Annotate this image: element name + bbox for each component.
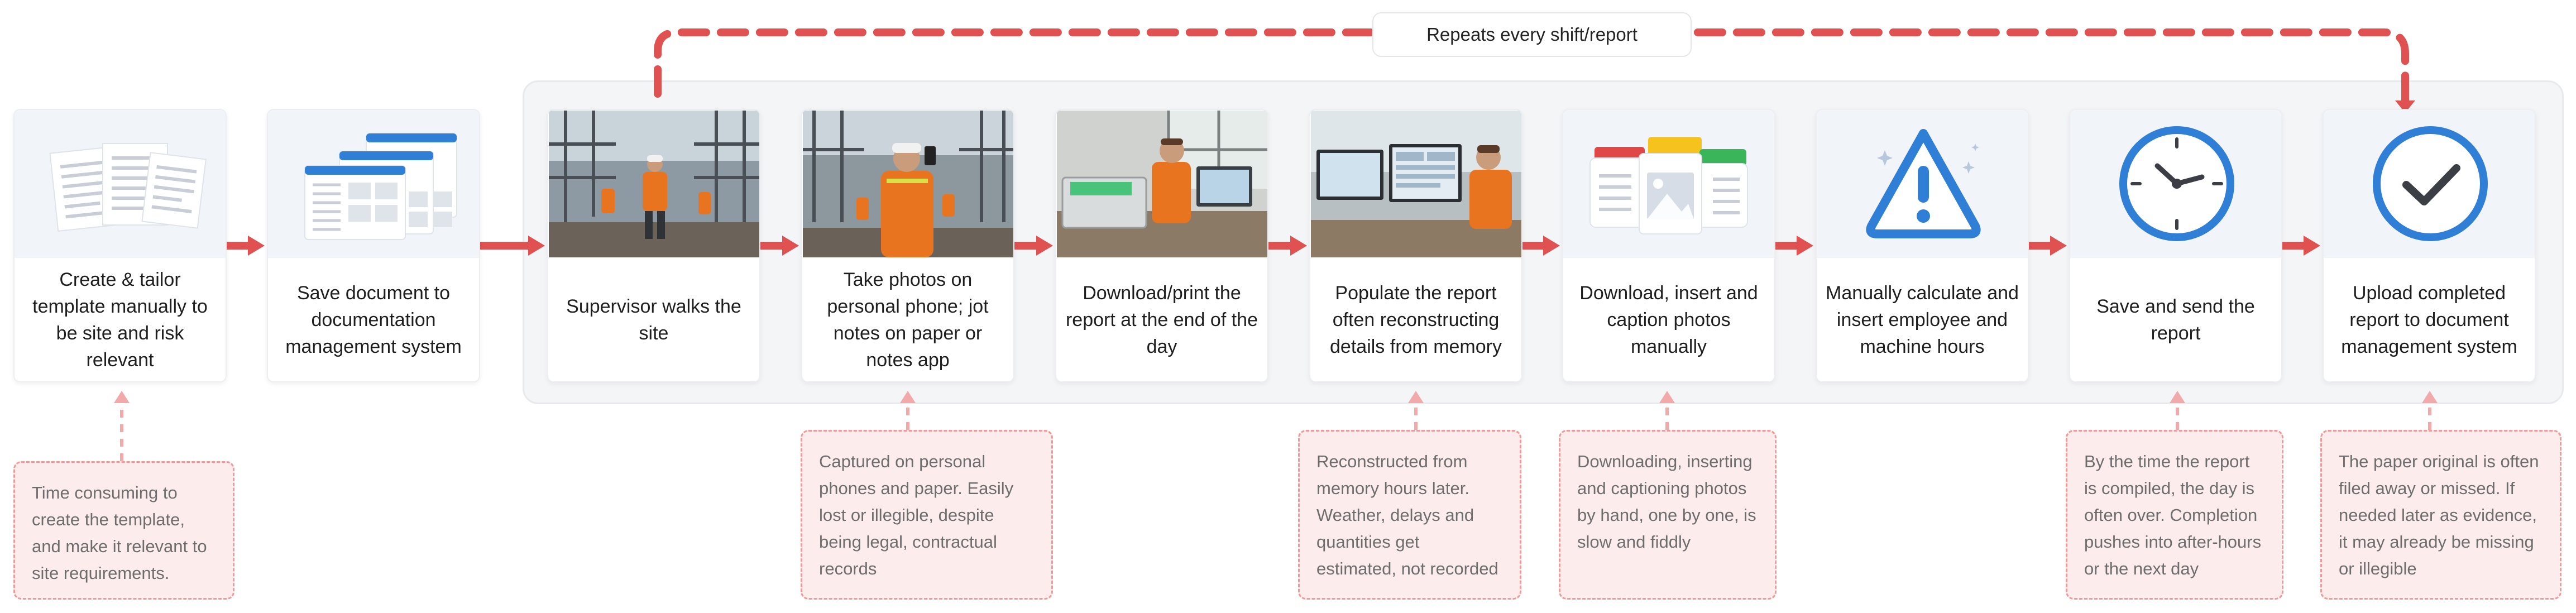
- step-card-5: Download/print the report at the end of …: [1055, 109, 1268, 382]
- step-card-9: Save and send the report: [2069, 109, 2282, 382]
- pain-point-note-3: Reconstructed from memory hours later. W…: [1298, 430, 1521, 600]
- pain-point-text-6: The paper original is often filed away o…: [2339, 452, 2539, 578]
- step-arrowhead-4: [1036, 236, 1053, 256]
- step-label-6: Populate the report often reconstructing…: [1330, 282, 1502, 357]
- step-card-6: Populate the report often reconstructing…: [1309, 109, 1522, 382]
- step-card-1: Create & tailor template manually to be …: [13, 109, 227, 382]
- step-label-9: Save and send the report: [2096, 295, 2255, 344]
- step-label-8: Manually calculate and insert employee a…: [1826, 282, 2019, 357]
- note-connector-head-6: [2422, 391, 2438, 403]
- document-windows-icon: [268, 110, 479, 258]
- note-connectors: [114, 391, 2438, 461]
- step-arrowhead-8: [2050, 236, 2067, 256]
- pain-point-text-4: Downloading, inserting and captioning ph…: [1577, 452, 1756, 552]
- printer-photo: [1057, 111, 1267, 257]
- note-connector-head-3: [1408, 391, 1424, 403]
- pain-point-note-4: Downloading, inserting and captioning ph…: [1559, 430, 1777, 600]
- step-card-2: Save document to documentation managemen…: [267, 109, 480, 382]
- step-arrows: [223, 236, 2320, 256]
- step-card-8: Manually calculate and insert employee a…: [1816, 109, 2029, 382]
- repeat-loop-arrowhead: [2395, 100, 2415, 113]
- pain-point-note-6: The paper original is often filed away o…: [2320, 430, 2561, 600]
- note-connector-head-5: [2170, 391, 2185, 403]
- step-card-3: Supervisor walks the site: [547, 109, 760, 382]
- step-arrowhead-2: [528, 236, 545, 256]
- repeat-loop-arrow: [654, 28, 2409, 110]
- clock-icon: [2070, 110, 2281, 258]
- pain-point-note-5: By the time the report is compiled, the …: [2066, 430, 2283, 600]
- note-connector-head-2: [900, 391, 916, 403]
- phone-photo: [803, 111, 1013, 257]
- documents-icon: [15, 110, 226, 258]
- step-arrowhead-1: [248, 236, 265, 256]
- pain-point-text-3: Reconstructed from memory hours later. W…: [1316, 452, 1498, 578]
- step-arrowhead-3: [782, 236, 799, 256]
- pain-point-note-2: Captured on personal phones and paper. E…: [801, 430, 1053, 600]
- note-connector-head-1: [114, 391, 130, 403]
- step-label-3: Supervisor walks the site: [566, 295, 741, 344]
- step-label-2: Save document to documentation managemen…: [285, 282, 462, 357]
- step-label-7: Download, insert and caption photos manu…: [1579, 282, 1758, 357]
- step-label-10: Upload completed report to document mana…: [2341, 282, 2517, 357]
- step-arrowhead-7: [1797, 236, 1813, 256]
- step-arrowhead-6: [1543, 236, 1560, 256]
- repeat-loop-label: Repeats every shift/report: [1372, 12, 1692, 57]
- photo-folders-icon: [1563, 110, 1774, 258]
- pain-point-text-5: By the time the report is compiled, the …: [2084, 452, 2262, 578]
- step-label-4: Take photos on personal phone; jot notes…: [827, 269, 989, 371]
- step-label-1: Create & tailor template manually to be …: [32, 269, 208, 371]
- pain-point-note-1: Time consuming to create the template, a…: [13, 461, 234, 600]
- step-arrowhead-9: [2304, 236, 2320, 256]
- site-walk-photo: [549, 111, 759, 257]
- step-card-4: Take photos on personal phone; jot notes…: [801, 109, 1014, 382]
- warning-icon: [1817, 110, 2028, 258]
- step-arrowhead-5: [1290, 236, 1307, 256]
- checkmark-circle-icon: [2324, 110, 2535, 258]
- pain-point-text-2: Captured on personal phones and paper. E…: [819, 452, 1014, 578]
- step-card-10: Upload completed report to document mana…: [2323, 109, 2536, 382]
- step-label-5: Download/print the report at the end of …: [1065, 282, 1258, 357]
- computer-desk-photo: [1311, 111, 1521, 257]
- step-card-7: Download, insert and caption photos manu…: [1562, 109, 1775, 382]
- pain-point-text-1: Time consuming to create the template, a…: [32, 483, 207, 583]
- note-connector-head-4: [1659, 391, 1675, 403]
